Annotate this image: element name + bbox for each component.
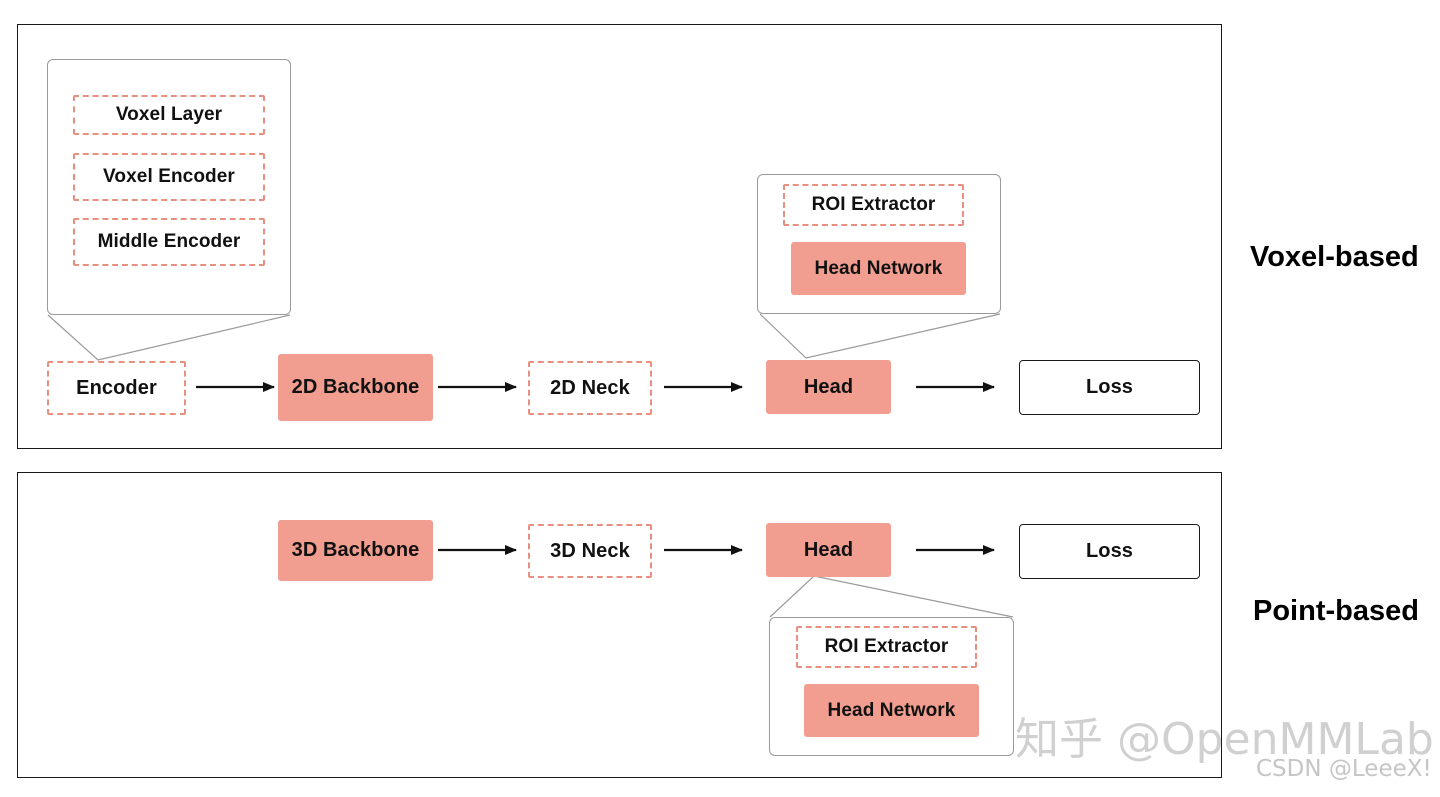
voxel-layer-box: Voxel Layer	[73, 95, 265, 135]
point-head-callout-pointer	[769, 575, 1014, 618]
point-roi-extractor-box: ROI Extractor	[796, 626, 977, 668]
voxel-head-box: Head	[766, 360, 891, 414]
encoder-callout-pointer	[47, 314, 291, 361]
voxel-roi-extractor-box: ROI Extractor	[783, 184, 964, 226]
zhihu-watermark: 知乎 @OpenMMLab	[1015, 714, 1434, 765]
voxel-encoder-box: Voxel Encoder	[73, 153, 265, 201]
3d-neck-box: 3D Neck	[528, 524, 652, 578]
point-head-network-box: Head Network	[804, 684, 979, 737]
voxel-head-network-box: Head Network	[791, 242, 966, 295]
csdn-watermark: CSDN @LeeeX!	[1256, 756, 1432, 782]
2d-backbone-box: 2D Backbone	[278, 354, 433, 421]
encoder-box: Encoder	[47, 361, 186, 415]
voxel-loss-box: Loss	[1019, 360, 1200, 415]
middle-encoder-box: Middle Encoder	[73, 218, 265, 266]
voxel-head-callout-pointer	[759, 313, 1001, 359]
voxel-based-label: Voxel-based	[1250, 241, 1419, 273]
point-loss-box: Loss	[1019, 524, 1200, 579]
point-based-panel	[17, 472, 1222, 778]
point-head-box: Head	[766, 523, 891, 577]
3d-backbone-box: 3D Backbone	[278, 520, 433, 581]
point-based-label: Point-based	[1253, 595, 1419, 627]
2d-neck-box: 2D Neck	[528, 361, 652, 415]
